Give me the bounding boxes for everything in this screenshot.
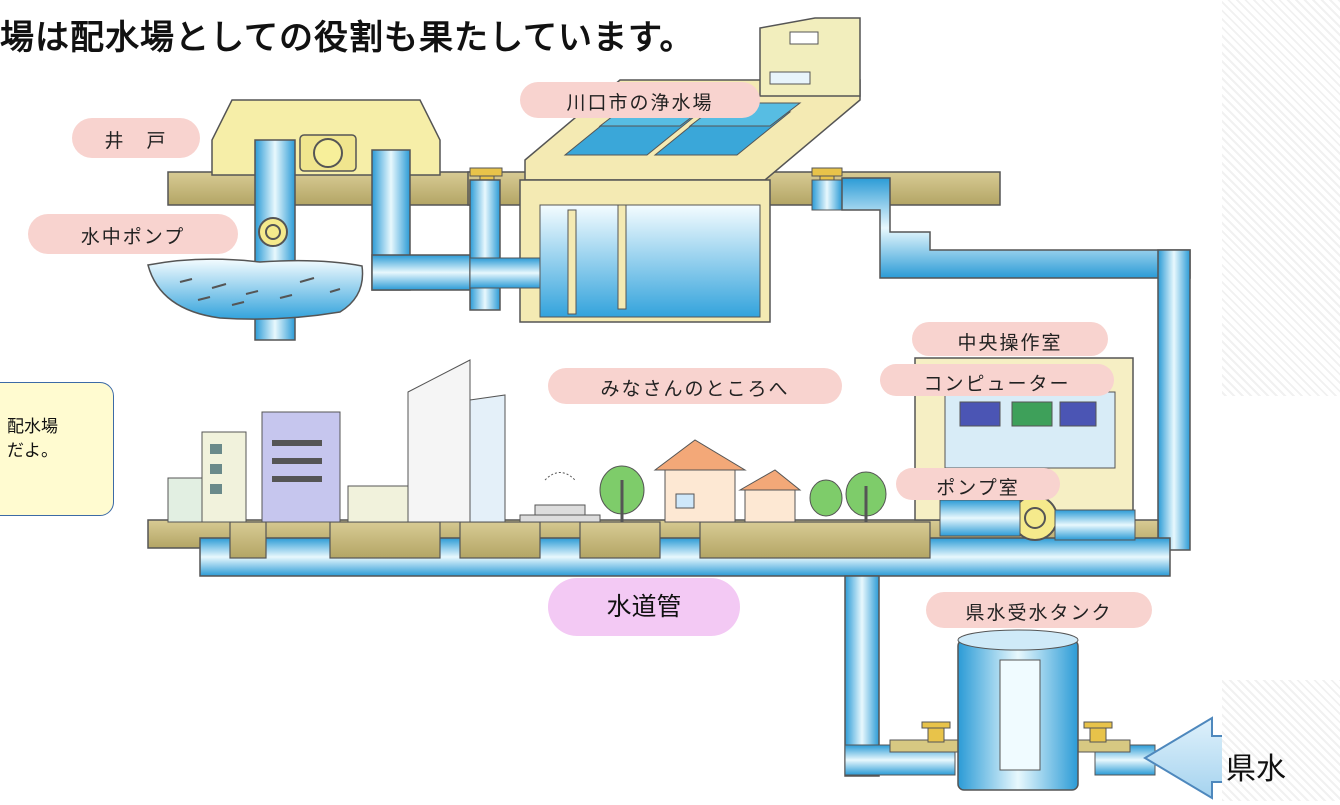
- upper-ground-left: [167, 171, 481, 206]
- label-to-everyone: みなさんのところへ: [600, 378, 790, 400]
- building-2: [201, 431, 247, 523]
- submersible-pump-icon: [258, 217, 288, 247]
- groundwater-pool: [147, 258, 364, 320]
- label-well: 井 戸: [104, 130, 168, 152]
- fountain: [519, 514, 601, 523]
- callout-line-1: 配水場: [7, 417, 58, 437]
- label-prefecture-water: 県水: [1226, 752, 1286, 787]
- right-side-pattern: [1222, 0, 1340, 801]
- label-computer: コンピューター: [923, 373, 1071, 395]
- down-pipe: [844, 575, 880, 777]
- page-title: 場は配水場としての役割も果たしています。: [0, 18, 695, 58]
- label-prefecture-tank: 県水受水タンク: [965, 602, 1113, 624]
- building-5: [407, 359, 471, 523]
- house-1-roof: [653, 439, 747, 471]
- right-riser-pipe: [1157, 249, 1191, 551]
- label-submersible-pump: 水中ポンプ: [80, 226, 186, 248]
- label-control-room: 中央操作室: [957, 332, 1063, 354]
- building-3: [261, 411, 341, 523]
- label-water-main: 水道管: [548, 578, 740, 636]
- building-1: [167, 477, 207, 523]
- callout-line-2: だよ。: [7, 441, 58, 461]
- house-1: [664, 469, 736, 523]
- pink-label-bubbles: [28, 82, 1152, 628]
- trees: [599, 465, 887, 522]
- speech-callout: 配水場 だよ。: [0, 382, 114, 516]
- building-4: [347, 485, 409, 523]
- label-treatment-plant: 川口市の浄水場: [566, 92, 714, 114]
- label-pump-room: ポンプ室: [936, 477, 1020, 499]
